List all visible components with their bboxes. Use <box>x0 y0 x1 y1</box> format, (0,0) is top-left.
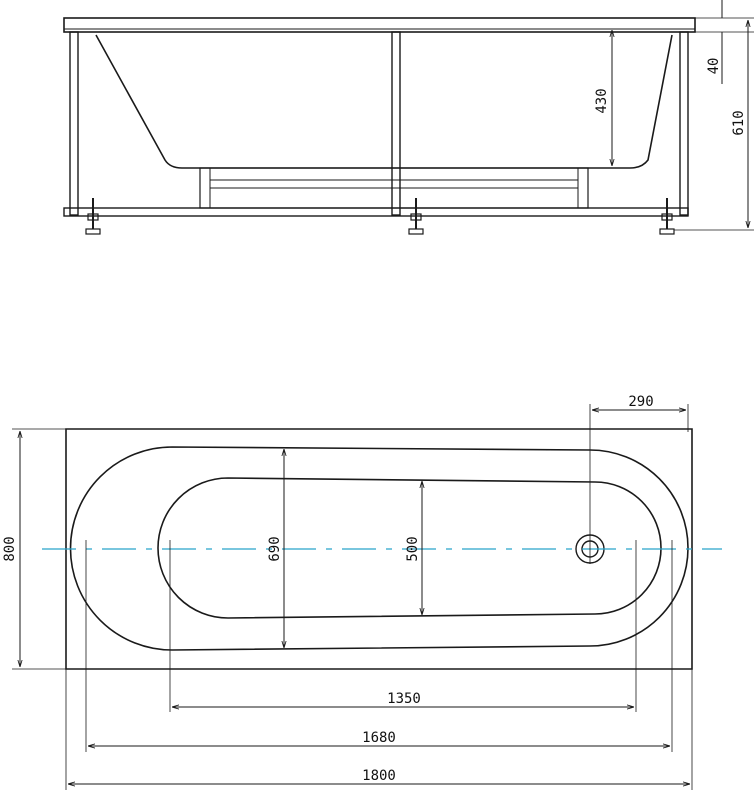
adjustable-foot-right <box>659 198 675 235</box>
dim-outer-width: 800 <box>2 536 18 561</box>
frame-bottom-rail <box>63 207 689 217</box>
dim-drain-offset: 290 <box>628 394 653 410</box>
dim-bottom-width: 500 <box>405 536 421 561</box>
side-elevation-view: 430 40 610 <box>63 0 754 235</box>
dim-inner-depth: 430 <box>594 88 610 113</box>
adjustable-foot-center <box>408 198 424 235</box>
dim-total-height: 610 <box>731 110 747 135</box>
dim-bowl-length: 1680 <box>362 730 396 746</box>
plan-view: 800 690 500 290 1350 1680 1800 <box>2 394 722 790</box>
dim-outer-length: 1800 <box>362 768 396 784</box>
tub-body-profile <box>95 34 673 169</box>
bowl-outer-contour <box>69 446 689 651</box>
frame-post-left <box>69 31 79 216</box>
frame-post-right <box>679 31 689 216</box>
dim-bowl-width: 690 <box>267 536 283 561</box>
frame-post-center <box>391 31 401 216</box>
rim-outline <box>63 17 696 33</box>
dim-bottom-length: 1350 <box>387 691 421 707</box>
dim-rim-height: 40 <box>706 58 722 75</box>
adjustable-foot-left <box>85 198 101 235</box>
bowl-bottom-contour <box>157 477 662 619</box>
